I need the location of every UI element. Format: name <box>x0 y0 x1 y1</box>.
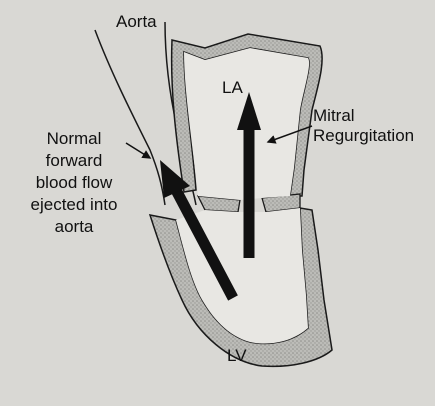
aorta-label: Aorta <box>116 12 157 32</box>
left-atrium-label: LA <box>222 78 243 98</box>
mitral-regurgitation-label: Mitral Regurgitation <box>313 106 414 146</box>
mitral-label-line2: Regurgitation <box>313 126 414 146</box>
normal-flow-label: Normal forward blood flow ejected into a… <box>18 128 130 238</box>
normal-flow-line: aorta <box>18 216 130 238</box>
normal-flow-line: forward <box>18 150 130 172</box>
normal-flow-line: ejected into <box>18 194 130 216</box>
normal-flow-line: Normal <box>18 128 130 150</box>
left-ventricle-label: LV <box>227 346 247 366</box>
normal-flow-line: blood flow <box>18 172 130 194</box>
mitral-label-line1: Mitral <box>313 106 414 126</box>
